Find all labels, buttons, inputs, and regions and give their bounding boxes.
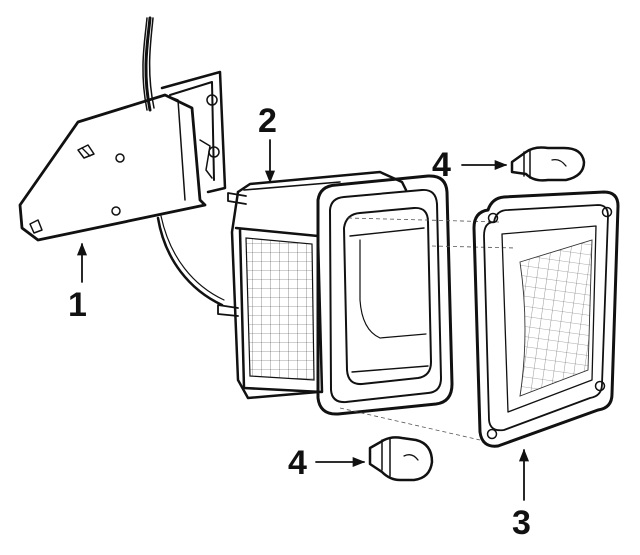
lamp-housing [217, 170, 454, 416]
callout-label-lamp-housing: 2 [258, 102, 277, 140]
callout-label-lens: 3 [512, 504, 531, 542]
bulb-upper [510, 146, 586, 182]
callout-label-bulb-upper: 4 [432, 146, 451, 184]
bulb-lower [368, 436, 434, 482]
callout-label-bulb-lower: 4 [288, 444, 307, 482]
mounting-bracket [18, 70, 227, 242]
lens [472, 190, 620, 448]
wire-harness [142, 16, 225, 307]
callout-label-bracket: 1 [68, 286, 87, 324]
callout-arrows [76, 139, 530, 501]
